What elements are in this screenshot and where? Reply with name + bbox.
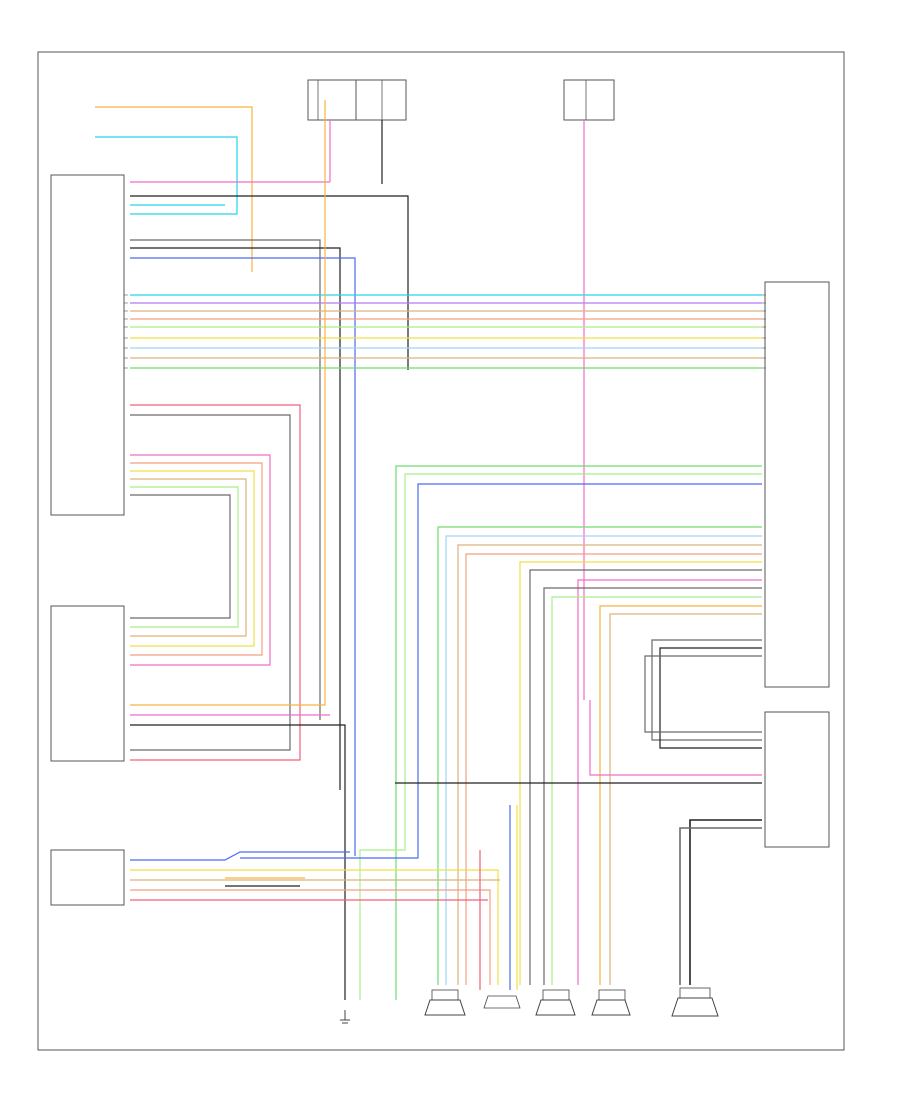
wire-cd-link-3 — [130, 478, 247, 637]
wire-red-cd — [130, 404, 301, 761]
wire-speaker-feed-0 — [437, 526, 762, 985]
wire-cd-link-5 — [130, 494, 231, 619]
wire-speaker-feed-2 — [457, 544, 762, 985]
wire-speaker-feed-6 — [577, 579, 762, 985]
wire-gray-radio-1 — [130, 239, 321, 720]
wire-orange-top — [95, 106, 253, 272]
wire-hf-blue — [130, 851, 350, 861]
wire-hf-salmon — [130, 889, 491, 985]
wire-sub-out-2 — [679, 827, 762, 985]
wire-sub-out-1 — [689, 819, 762, 985]
wire-hf-yellow — [130, 869, 499, 985]
fuse-box-b — [355, 79, 407, 121]
speaker-right-rear — [591, 989, 631, 1016]
radio-box — [50, 174, 125, 516]
speaker-right-front — [535, 989, 576, 1016]
wire-speaker-feed-4 — [519, 561, 762, 985]
wire-lightgreen-amp — [359, 473, 762, 1000]
wire-sub-link-3 — [644, 655, 762, 733]
wires-group — [95, 100, 762, 1000]
speaker-left-front — [424, 989, 466, 1016]
wire-speaker-feed-8 — [551, 596, 762, 985]
fuse-box-a — [307, 79, 357, 121]
wire-speaker-feed-1 — [445, 535, 762, 985]
amplifier-box — [764, 281, 830, 688]
speaker-left-rear — [483, 995, 521, 1009]
subwoofer-speaker — [671, 987, 719, 1017]
subwoofer-amp-box — [764, 711, 830, 848]
wire-sub-link-2 — [659, 647, 762, 749]
wire-orange-cd — [130, 100, 326, 706]
ground-symbol — [340, 1010, 350, 1024]
wire-speaker-feed-9 — [599, 605, 762, 985]
wire-speaker-feed-7 — [543, 587, 762, 985]
wire-black-radio — [130, 195, 409, 370]
wire-cd-link-1 — [130, 462, 263, 656]
fuse-box-c — [563, 79, 615, 121]
wire-speaker-feed-10 — [609, 613, 762, 985]
wire-cd-link-0 — [130, 454, 271, 666]
wire-blue-radio — [130, 257, 356, 856]
wire-cd-link-2 — [130, 470, 255, 647]
wire-blue-amp — [240, 483, 762, 859]
cd-changer-box — [50, 605, 125, 762]
wire-cyan-top — [95, 136, 238, 215]
wire-black-radio-2 — [130, 247, 341, 790]
wire-green-amp — [395, 465, 762, 1000]
wire-pink-sub — [589, 700, 762, 776]
diagram-frame — [37, 51, 845, 1051]
wire-speaker-feed-5 — [529, 569, 762, 985]
wire-cd-link-4 — [130, 486, 239, 628]
wire-gray-cd — [130, 414, 291, 751]
wire-speaker-feed-3 — [465, 553, 762, 985]
wire-sub-link-1 — [651, 639, 762, 741]
pin-ticks-group — [124, 294, 766, 369]
wire-black-cd — [130, 724, 346, 1000]
hands-free-box — [50, 849, 125, 906]
